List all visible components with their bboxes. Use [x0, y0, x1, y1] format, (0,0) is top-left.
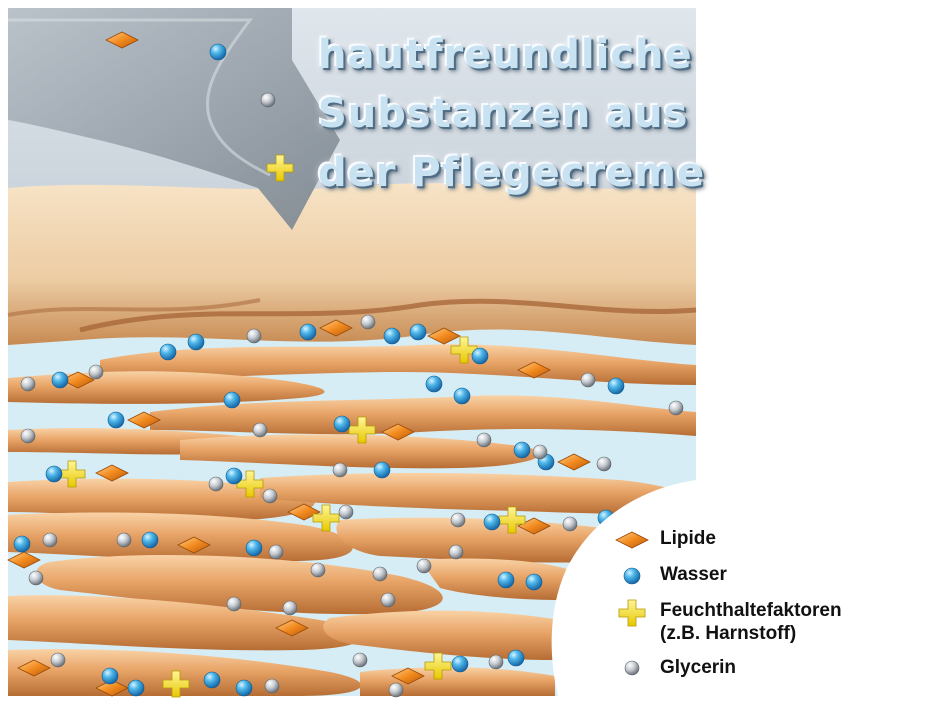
legend-label-lipide: Lipide [660, 528, 716, 550]
horny-layer [8, 183, 696, 345]
legend-water-icon [624, 568, 640, 584]
water-icon [210, 44, 226, 60]
legend-label-wasser: Wasser [660, 564, 727, 586]
glycerin-icon [261, 93, 275, 107]
legend-label-glycerin: Glycerin [660, 657, 736, 679]
headline-line-3: der Pflegecreme [318, 150, 705, 196]
headline-line-1: hautfreundliche [318, 32, 693, 78]
legend-label-feuchthaltefaktoren: Feuchthaltefaktoren [660, 600, 842, 622]
headline-line-2: Substanzen aus [318, 91, 688, 137]
legend-label-feuchthaltefaktoren-example: (z.B. Harnstoff) [660, 623, 796, 645]
legend-glycerin-icon [625, 661, 639, 675]
